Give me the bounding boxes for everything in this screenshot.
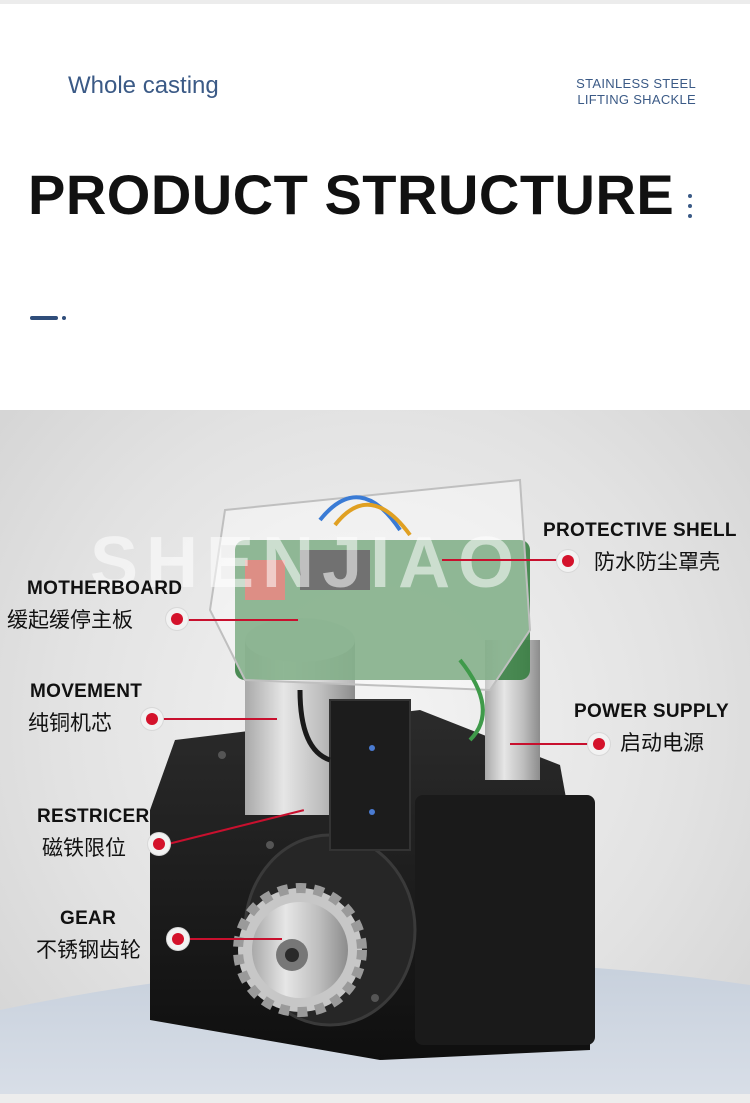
limit-screw-2 [369, 809, 375, 815]
label-marker-icon [557, 550, 579, 572]
wire-green [458, 658, 485, 742]
label-cn: 防水防尘罩壳 [594, 551, 720, 574]
leader-line-motherboard [178, 619, 298, 621]
more-dots-icon [688, 194, 694, 224]
label-marker-icon [588, 733, 610, 755]
title-underline-dot [62, 316, 66, 320]
label-cn: 纯铜机芯 [28, 712, 112, 735]
label-cn: 磁铁限位 [42, 837, 126, 860]
title-underline-dash [30, 316, 58, 320]
watermark-text: SHENJIAO [90, 523, 523, 603]
page-title: PRODUCT STRUCTURE [28, 163, 675, 226]
stainless-gear [233, 883, 367, 1017]
label-movement: MOVEMENT 纯铜机芯 [28, 681, 143, 737]
leader-line-power-supply [510, 743, 600, 745]
bottom-border [0, 1094, 750, 1103]
leader-line-movement [152, 718, 277, 720]
leader-line-gear [190, 938, 282, 940]
housing-screw-3 [218, 751, 226, 759]
label-motherboard: MOTHERBOARD 缓起缓停主板 [7, 578, 183, 634]
feature-badge: STAINLESS STEEL LIFTING SHACKLE [576, 76, 696, 108]
label-gear: GEAR 不锈钢齿轮 [36, 908, 141, 964]
label-marker-icon [141, 708, 163, 730]
badge-line-1: STAINLESS STEEL [576, 76, 696, 91]
board-chip [300, 550, 370, 590]
limit-switch-block [329, 699, 411, 851]
label-en: GEAR [60, 908, 117, 929]
housing-screw-2 [266, 841, 274, 849]
badge-line-2: LIFTING SHACKLE [577, 92, 696, 107]
leader-line-protective-shell [442, 559, 568, 561]
wire-black [297, 689, 331, 763]
label-en: MOTHERBOARD [27, 578, 183, 599]
label-cn: 缓起缓停主板 [7, 609, 133, 632]
label-en: RESTRICER [37, 806, 150, 827]
gearbox-side [415, 795, 595, 1045]
limit-screw-1 [369, 745, 375, 751]
housing-screw-1 [371, 994, 379, 1002]
label-marker-icon [166, 608, 188, 630]
label-cn: 不锈钢齿轮 [36, 939, 141, 962]
label-marker-icon [167, 928, 189, 950]
label-protective-shell: PROTECTIVE SHELL 防水防尘罩壳 [543, 520, 737, 576]
label-cn: 启动电源 [620, 732, 704, 755]
label-en: PROTECTIVE SHELL [543, 520, 737, 541]
label-restricer: RESTRICER 磁铁限位 [37, 806, 150, 862]
section-subtitle: Whole casting [68, 72, 219, 99]
wire-yellow [333, 502, 412, 537]
motor-illustration [0, 478, 750, 1103]
label-power-supply: POWER SUPPLY 启动电源 [574, 701, 729, 757]
label-en: POWER SUPPLY [574, 701, 729, 722]
wire-blue [318, 495, 402, 532]
board-relay [245, 560, 285, 600]
product-diagram: SHENJIAO PROTECTIVE SHELL 防水防尘罩壳 MOTHERB… [0, 410, 750, 1103]
label-marker-icon [148, 833, 170, 855]
label-en: MOVEMENT [30, 681, 143, 702]
top-border [0, 0, 750, 4]
transparent-shell [208, 478, 532, 692]
